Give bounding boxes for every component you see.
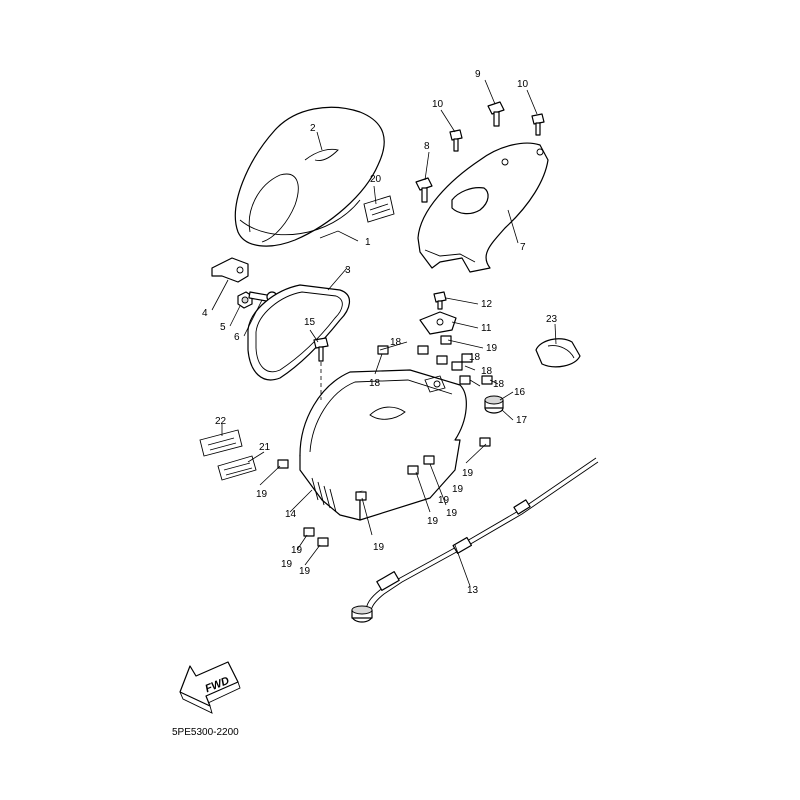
callout-16: 16 bbox=[514, 387, 526, 398]
callout-10-right: 10 bbox=[517, 79, 529, 90]
callout-9: 9 bbox=[475, 69, 481, 80]
callout-18-d: 18 bbox=[481, 366, 493, 377]
callout-19-c: 19 bbox=[256, 489, 268, 500]
seat-lock-cable bbox=[351, 457, 599, 623]
callout-19-i: 19 bbox=[446, 508, 458, 519]
callout-13: 13 bbox=[467, 585, 479, 596]
grommet bbox=[484, 395, 504, 414]
callout-20: 20 bbox=[370, 174, 382, 185]
seat-hinge-bracket bbox=[211, 257, 249, 283]
callout-19-b: 19 bbox=[462, 468, 474, 479]
storage-box bbox=[299, 369, 467, 521]
callout-7: 7 bbox=[520, 242, 526, 253]
callout-22: 22 bbox=[215, 416, 227, 427]
callout-1: 1 bbox=[365, 237, 371, 248]
callout-19-d: 19 bbox=[291, 545, 303, 556]
callout-18-b: 18 bbox=[369, 378, 381, 389]
leader-lines bbox=[211, 79, 557, 587]
callout-23: 23 bbox=[546, 314, 558, 325]
reference-code: 5PE5300-2200 bbox=[172, 727, 239, 738]
callout-18-a: 18 bbox=[390, 337, 402, 348]
callout-8: 8 bbox=[424, 141, 430, 152]
bolt-9 bbox=[487, 101, 505, 127]
seat bbox=[234, 106, 385, 247]
screw-12 bbox=[433, 291, 447, 310]
callout-11: 11 bbox=[481, 323, 492, 334]
callout-19-k: 19 bbox=[452, 484, 464, 495]
callout-19-f: 19 bbox=[299, 566, 311, 577]
label-20 bbox=[363, 195, 395, 223]
lock-bracket bbox=[419, 311, 457, 335]
label-22 bbox=[199, 429, 243, 457]
callout-17: 17 bbox=[516, 415, 528, 426]
bolt-10-left bbox=[449, 129, 463, 152]
callout-14: 14 bbox=[285, 509, 297, 520]
bolt-8 bbox=[415, 177, 433, 203]
screw-15 bbox=[313, 337, 329, 400]
callout-21: 21 bbox=[259, 442, 271, 453]
cushion-pad bbox=[535, 338, 581, 368]
bolt-10-right bbox=[531, 113, 545, 136]
callout-4: 4 bbox=[202, 308, 208, 319]
fwd-direction-arrow: FWD bbox=[179, 661, 241, 714]
hinge-nut bbox=[237, 291, 253, 309]
callout-5: 5 bbox=[220, 322, 226, 333]
callout-19-g: 19 bbox=[373, 542, 385, 553]
callout-19-j: 19 bbox=[438, 495, 450, 506]
callout-12: 12 bbox=[481, 299, 493, 310]
callout-18-c: 18 bbox=[469, 352, 481, 363]
callout-19-h: 19 bbox=[427, 516, 439, 527]
callout-15: 15 bbox=[304, 317, 316, 328]
seal-ring bbox=[247, 284, 350, 381]
callouts: 1 2 3 4 5 6 7 8 9 10 10 11 12 13 14 15 1… bbox=[202, 69, 558, 596]
callout-10-left: 10 bbox=[432, 99, 444, 110]
rear-cover bbox=[417, 142, 549, 273]
callout-18-e: 18 bbox=[493, 379, 505, 390]
callout-19-e: 19 bbox=[281, 559, 293, 570]
callout-3: 3 bbox=[345, 265, 351, 276]
callout-2: 2 bbox=[310, 123, 316, 134]
callout-6: 6 bbox=[234, 332, 240, 343]
callout-19-a: 19 bbox=[486, 343, 498, 354]
clip-nuts bbox=[277, 335, 493, 547]
label-21 bbox=[217, 455, 257, 481]
